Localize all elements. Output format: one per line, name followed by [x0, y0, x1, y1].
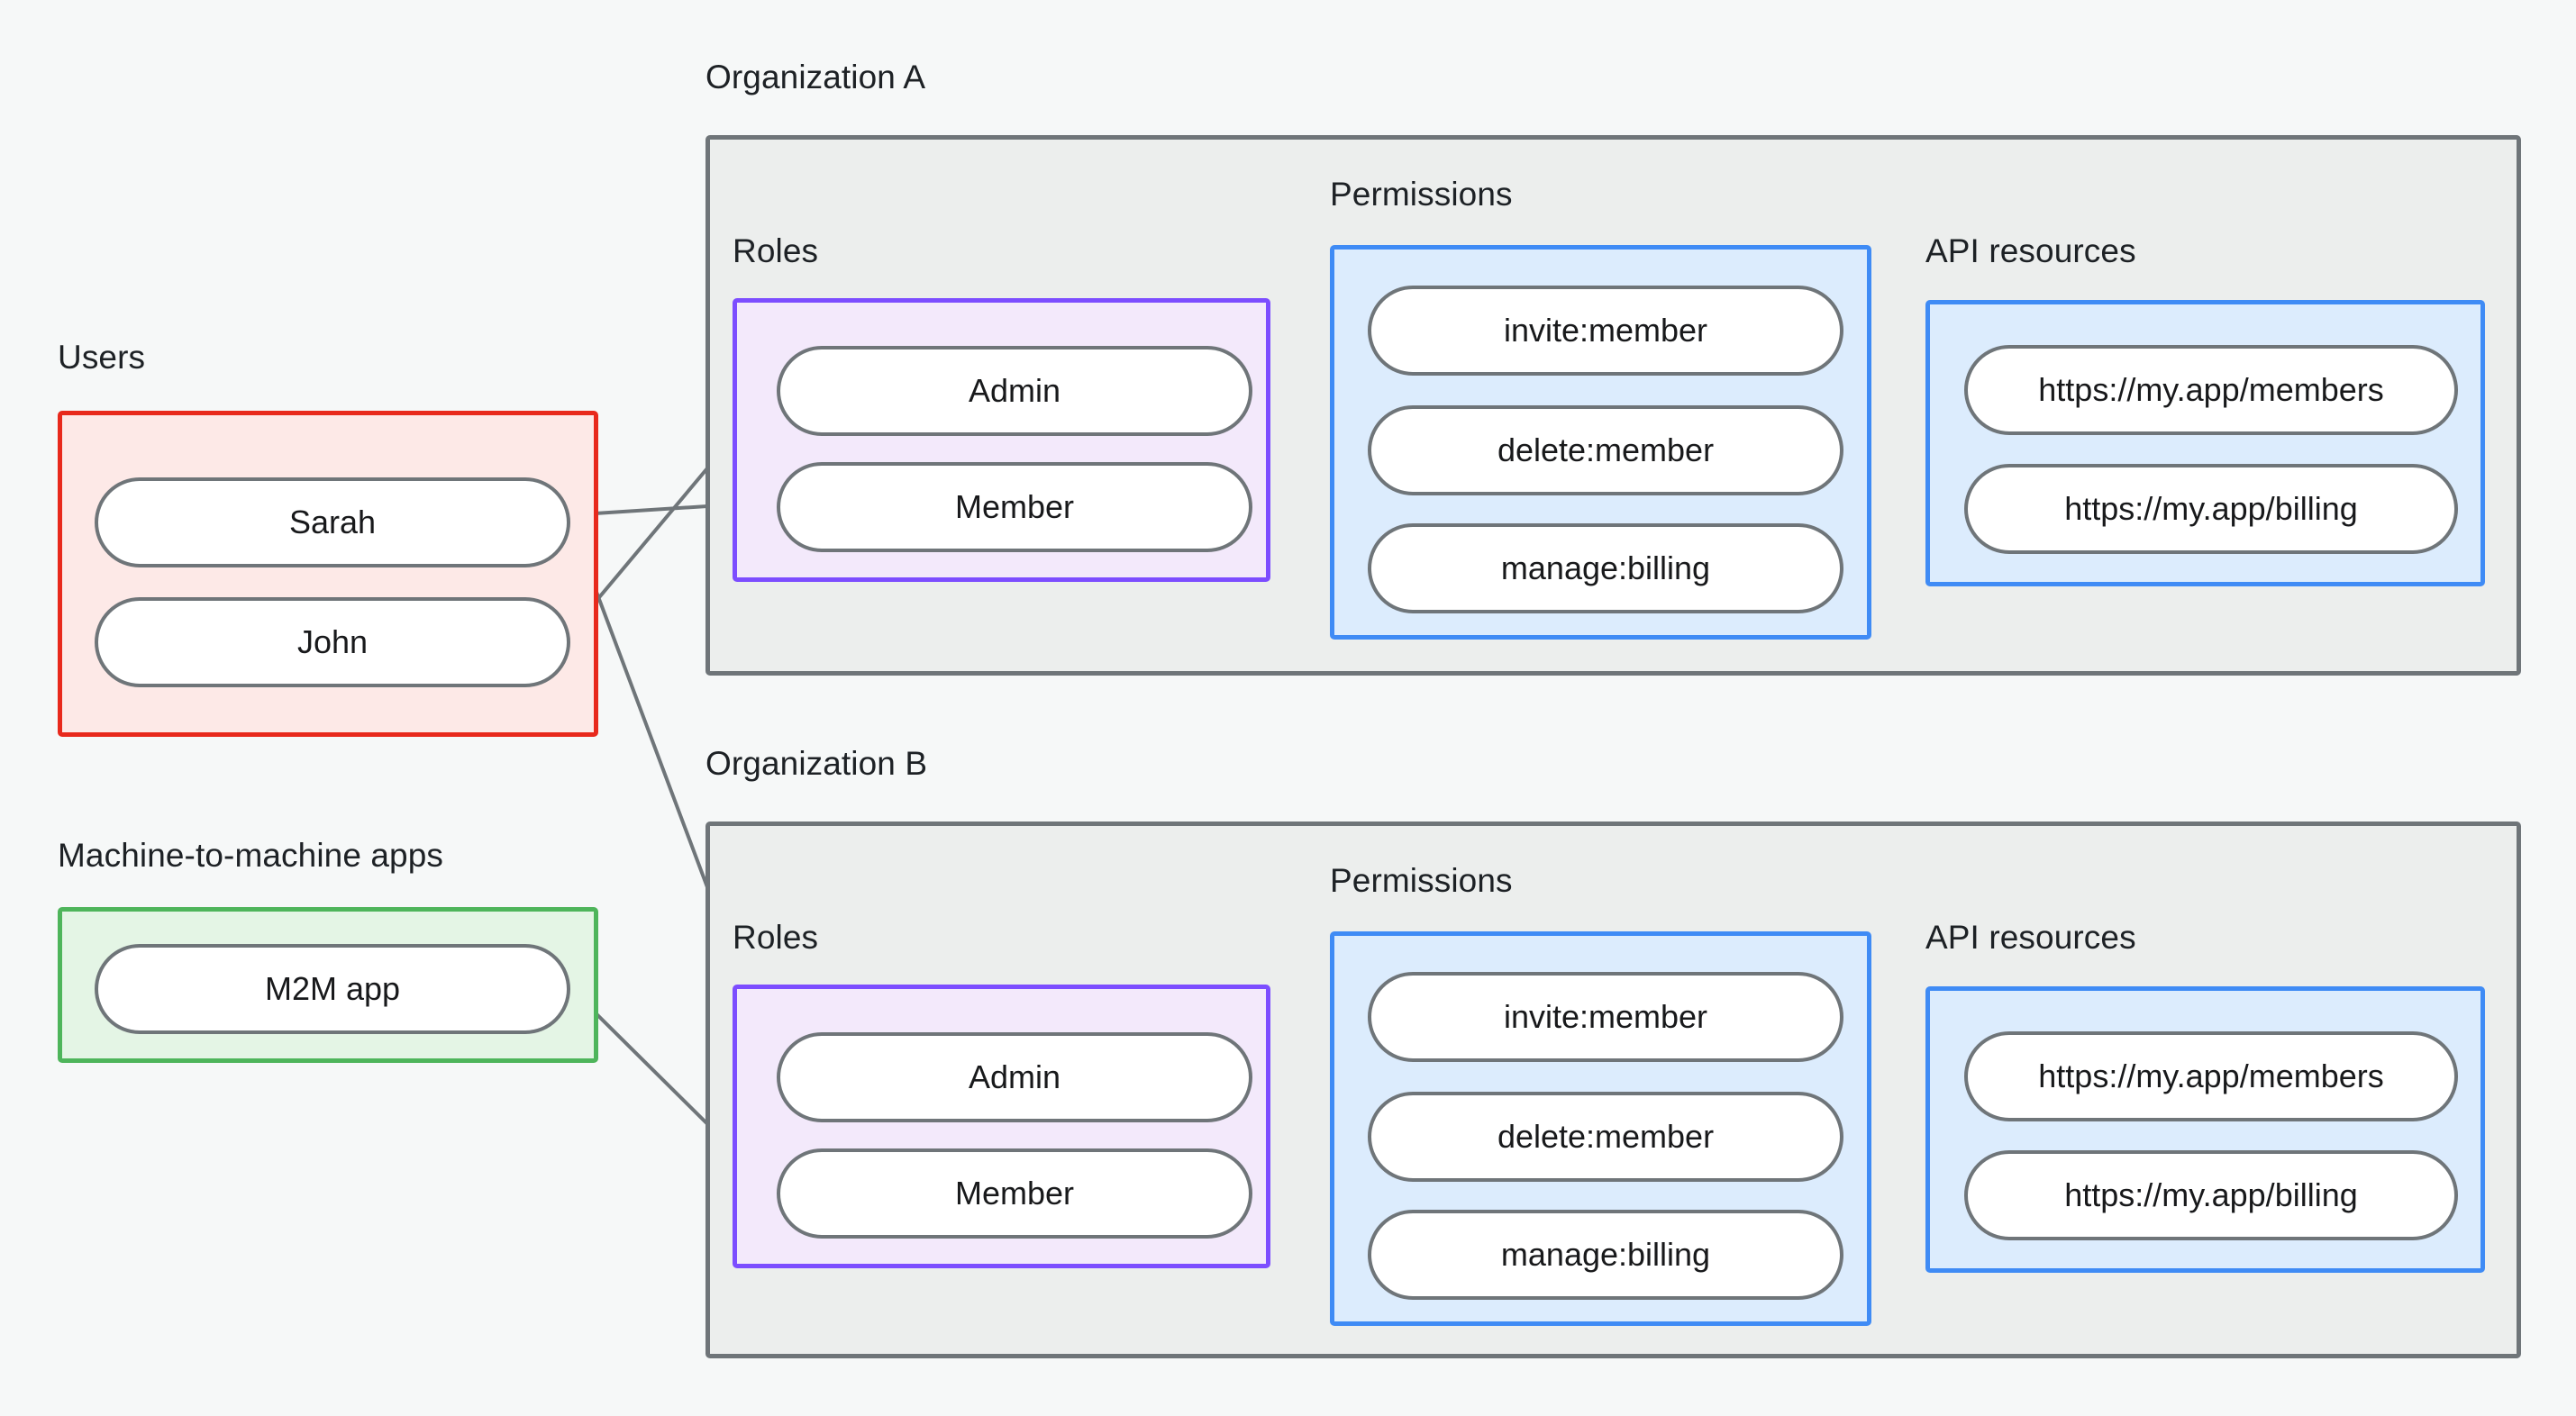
- org-a-api-caption: API resources: [1925, 232, 2136, 269]
- org-b-caption: Organization B: [705, 745, 928, 782]
- org-a-api-group: https://my.app/members https://my.app/bi…: [1925, 300, 2485, 586]
- org-b-api-resource-members[interactable]: https://my.app/members: [1964, 1031, 2458, 1121]
- org-b-role-admin[interactable]: Admin: [777, 1032, 1252, 1122]
- org-b-roles-caption: Roles: [733, 919, 819, 956]
- org-a-caption: Organization A: [705, 59, 926, 95]
- org-a-api-resource-billing[interactable]: https://my.app/billing: [1964, 464, 2458, 554]
- org-b-api-group: https://my.app/members https://my.app/bi…: [1925, 986, 2485, 1273]
- org-a-api-resource-members[interactable]: https://my.app/members: [1964, 345, 2458, 435]
- users-caption: Users: [58, 339, 146, 376]
- org-b-permissions-group: invite:member delete:member manage:billi…: [1330, 931, 1871, 1326]
- org-a-roles-caption: Roles: [733, 232, 819, 269]
- org-a-roles-group: Admin Member: [733, 298, 1270, 582]
- org-a-permissions-caption: Permissions: [1330, 176, 1513, 213]
- m2m-group: M2M app: [58, 907, 598, 1063]
- org-b-roles-group: Admin Member: [733, 985, 1270, 1268]
- org-b-permission-delete-member[interactable]: delete:member: [1368, 1092, 1843, 1182]
- org-b-permission-invite-member[interactable]: invite:member: [1368, 972, 1843, 1062]
- org-b-api-caption: API resources: [1925, 919, 2136, 956]
- org-b-permissions-caption: Permissions: [1330, 862, 1513, 899]
- user-node-john[interactable]: John: [95, 597, 570, 687]
- org-a-permission-invite-member[interactable]: invite:member: [1368, 286, 1843, 376]
- org-a-role-admin[interactable]: Admin: [777, 346, 1252, 436]
- org-b-api-resource-billing[interactable]: https://my.app/billing: [1964, 1150, 2458, 1240]
- org-a-permission-manage-billing[interactable]: manage:billing: [1368, 523, 1843, 613]
- org-b-role-member[interactable]: Member: [777, 1148, 1252, 1239]
- users-group: Sarah John: [58, 411, 598, 737]
- org-b-permission-manage-billing[interactable]: manage:billing: [1368, 1210, 1843, 1300]
- m2m-node-app[interactable]: M2M app: [95, 944, 570, 1034]
- org-a-permissions-group: invite:member delete:member manage:billi…: [1330, 245, 1871, 640]
- org-a-role-member[interactable]: Member: [777, 462, 1252, 552]
- user-node-sarah[interactable]: Sarah: [95, 477, 570, 567]
- m2m-caption: Machine-to-machine apps: [58, 837, 444, 874]
- org-a-permission-delete-member[interactable]: delete:member: [1368, 405, 1843, 495]
